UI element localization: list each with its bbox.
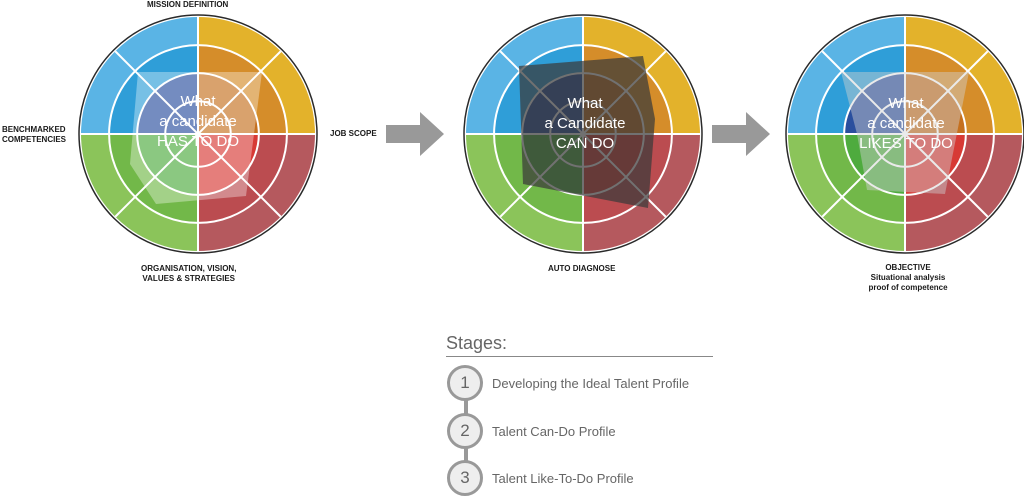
wheel-1-spoke [197, 50, 282, 135]
arrow-right-icon-1 [386, 112, 444, 156]
wheel-2-center-text: What a Candidate CAN DO [544, 95, 626, 152]
wheel-2 [463, 14, 703, 254]
label-organisation-vision: ORGANISATION, VISION, VALUES & STRATEGIE… [141, 264, 237, 283]
wheel-1-spoke [114, 50, 199, 135]
stage-3-number-badge: 3 [447, 460, 483, 496]
stage-2-label: Talent Can-Do Profile [492, 423, 616, 439]
label-auto-diagnose: AUTO DIAGNOSE [548, 264, 616, 273]
wheel-3-spoke [904, 50, 989, 135]
stage-3-label: Talent Like-To-Do Profile [492, 470, 634, 486]
wheel-3 [785, 14, 1024, 254]
stage-2-number-badge: 2 [447, 413, 483, 449]
wheel-1-spoke [197, 133, 282, 218]
wheel-3-spoke [904, 133, 989, 218]
wheel-1-profile-overlay [130, 72, 262, 204]
wheel-1 [78, 14, 318, 254]
wheel-3-profile-overlay [841, 72, 969, 194]
wheel-1-spoke [114, 133, 199, 218]
label-job-scope: JOB SCOPE [330, 129, 377, 138]
wheel-3-center-text: What a candidate LIKES TO DO [859, 95, 953, 152]
stage-1-label: Developing the Ideal Talent Profile [492, 375, 690, 391]
stages-divider [446, 356, 713, 357]
label-benchmarked-competencies: BENCHMARKED COMPETENCIES [2, 125, 67, 144]
label-mission-definition: MISSION DEFINITION [147, 0, 229, 9]
stage-1-number-badge: 1 [447, 365, 483, 401]
stage-2: 2 Talent Can-Do Profile [447, 413, 616, 449]
stages-title: Stages: [446, 333, 508, 353]
wheel-diagram-canvas [78, 14, 1024, 254]
stage-1: 1 Developing the Ideal Talent Profile [447, 365, 689, 401]
stage-3: 3 Talent Like-To-Do Profile [447, 460, 634, 496]
wheel-2-profile-overlay [519, 56, 655, 208]
label-objective: OBJECTIVE Situational analysis proof of … [868, 263, 948, 292]
wheel-3-spoke [821, 133, 906, 218]
wheel-1-center-text: What a candidate HAS TO DO [157, 93, 239, 150]
wheel-3-spoke [821, 50, 906, 135]
arrow-right-icon-2 [712, 112, 770, 156]
